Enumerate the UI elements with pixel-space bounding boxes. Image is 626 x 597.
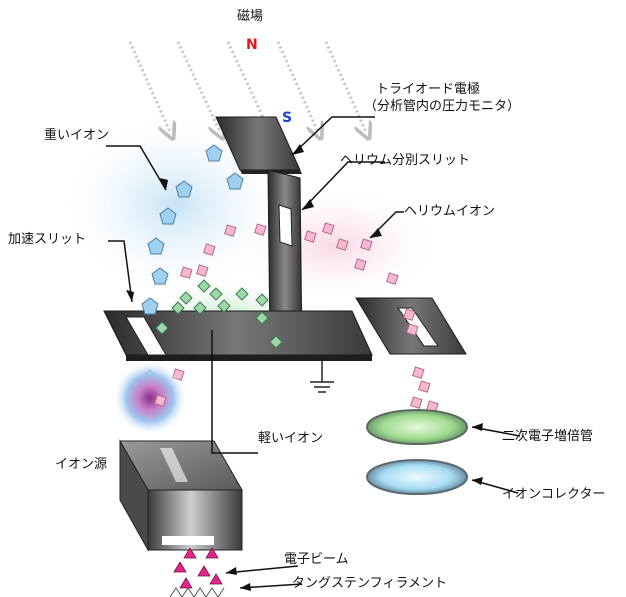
heavy-ion [141, 297, 159, 315]
electron [205, 547, 219, 559]
triode-gauge-sublabel: （分析管内の圧力モニタ） [364, 99, 521, 114]
heavy-ion [205, 144, 223, 162]
electron-beam-label: 電子ビーム [284, 552, 349, 567]
heavy-ion [159, 207, 177, 225]
magnetic-field-label: 磁場 [237, 9, 264, 24]
tungsten-filament [169, 587, 225, 597]
light-ion [179, 291, 193, 305]
heavy-ion [175, 180, 193, 198]
helium-ion [322, 222, 335, 235]
light-ion [255, 311, 269, 325]
helium-ion [336, 238, 349, 251]
leader-arrowheads [126, 144, 483, 591]
helium-ion [418, 380, 431, 393]
electron-beam-particles [173, 547, 223, 589]
helium-ion [386, 272, 399, 285]
helium-ion [304, 230, 317, 243]
helium-ion [196, 264, 209, 277]
helium-ion-label: ヘリウムイオン [404, 204, 496, 219]
helium-ion [410, 396, 423, 409]
heavy-ion [147, 237, 165, 255]
helium-ion [203, 243, 216, 256]
light-ion [193, 301, 207, 315]
heavy-ion [226, 172, 244, 190]
helium-ion [354, 258, 367, 271]
light-ion [255, 293, 269, 307]
electron [209, 573, 223, 585]
helium-ions [172, 222, 441, 425]
ion-collector [366, 459, 468, 495]
accel-slit-label: 加速スリット [8, 232, 87, 247]
helium-ion [403, 308, 416, 321]
ion-source-side [119, 439, 149, 552]
ion-collector-label: イオンコレクター [502, 487, 606, 502]
light-ion [197, 279, 211, 293]
electron-multiplier-label: 二次電子増倍管 [502, 429, 594, 444]
light-ion [171, 301, 185, 315]
light-ion-label: 軽いイオン [258, 431, 324, 446]
base-plate-front [126, 355, 372, 361]
helium-ion [224, 224, 237, 237]
electron [183, 547, 197, 559]
light-ion [269, 335, 283, 349]
south-pole-label: S [282, 110, 293, 126]
tungsten-filament-label: タングステンフィラメント [292, 576, 447, 591]
helium-ion [360, 238, 373, 251]
electron [179, 577, 193, 589]
ion-source-slot [160, 448, 188, 482]
light-ions [155, 279, 283, 349]
helium-ion [406, 323, 419, 336]
helium-slit-opening [278, 204, 293, 247]
magnetic-field-lines [128, 41, 366, 132]
north-pole-label: N [246, 37, 258, 53]
electron [173, 561, 187, 573]
heavy-ion-label: 重いイオン [44, 128, 110, 143]
helium-slit-label: ヘリウム分別スリット [340, 153, 471, 168]
ionization-region [116, 364, 184, 432]
helium-ion [412, 366, 425, 379]
triode-gauge-label: トライオード電極 [376, 82, 481, 97]
light-ion [209, 287, 223, 301]
electron [197, 565, 211, 577]
heavy-ion [151, 267, 169, 285]
ground-symbol [310, 361, 334, 393]
ion-source-label: イオン源 [55, 457, 108, 472]
light-ion [217, 299, 231, 313]
helium-ion [154, 394, 167, 407]
helium-ion [254, 223, 267, 236]
electron-multiplier [366, 409, 468, 445]
light-ion [155, 321, 169, 335]
light-ion [235, 287, 249, 301]
helium-ion [180, 266, 193, 279]
electron-exit-slit [162, 536, 214, 545]
